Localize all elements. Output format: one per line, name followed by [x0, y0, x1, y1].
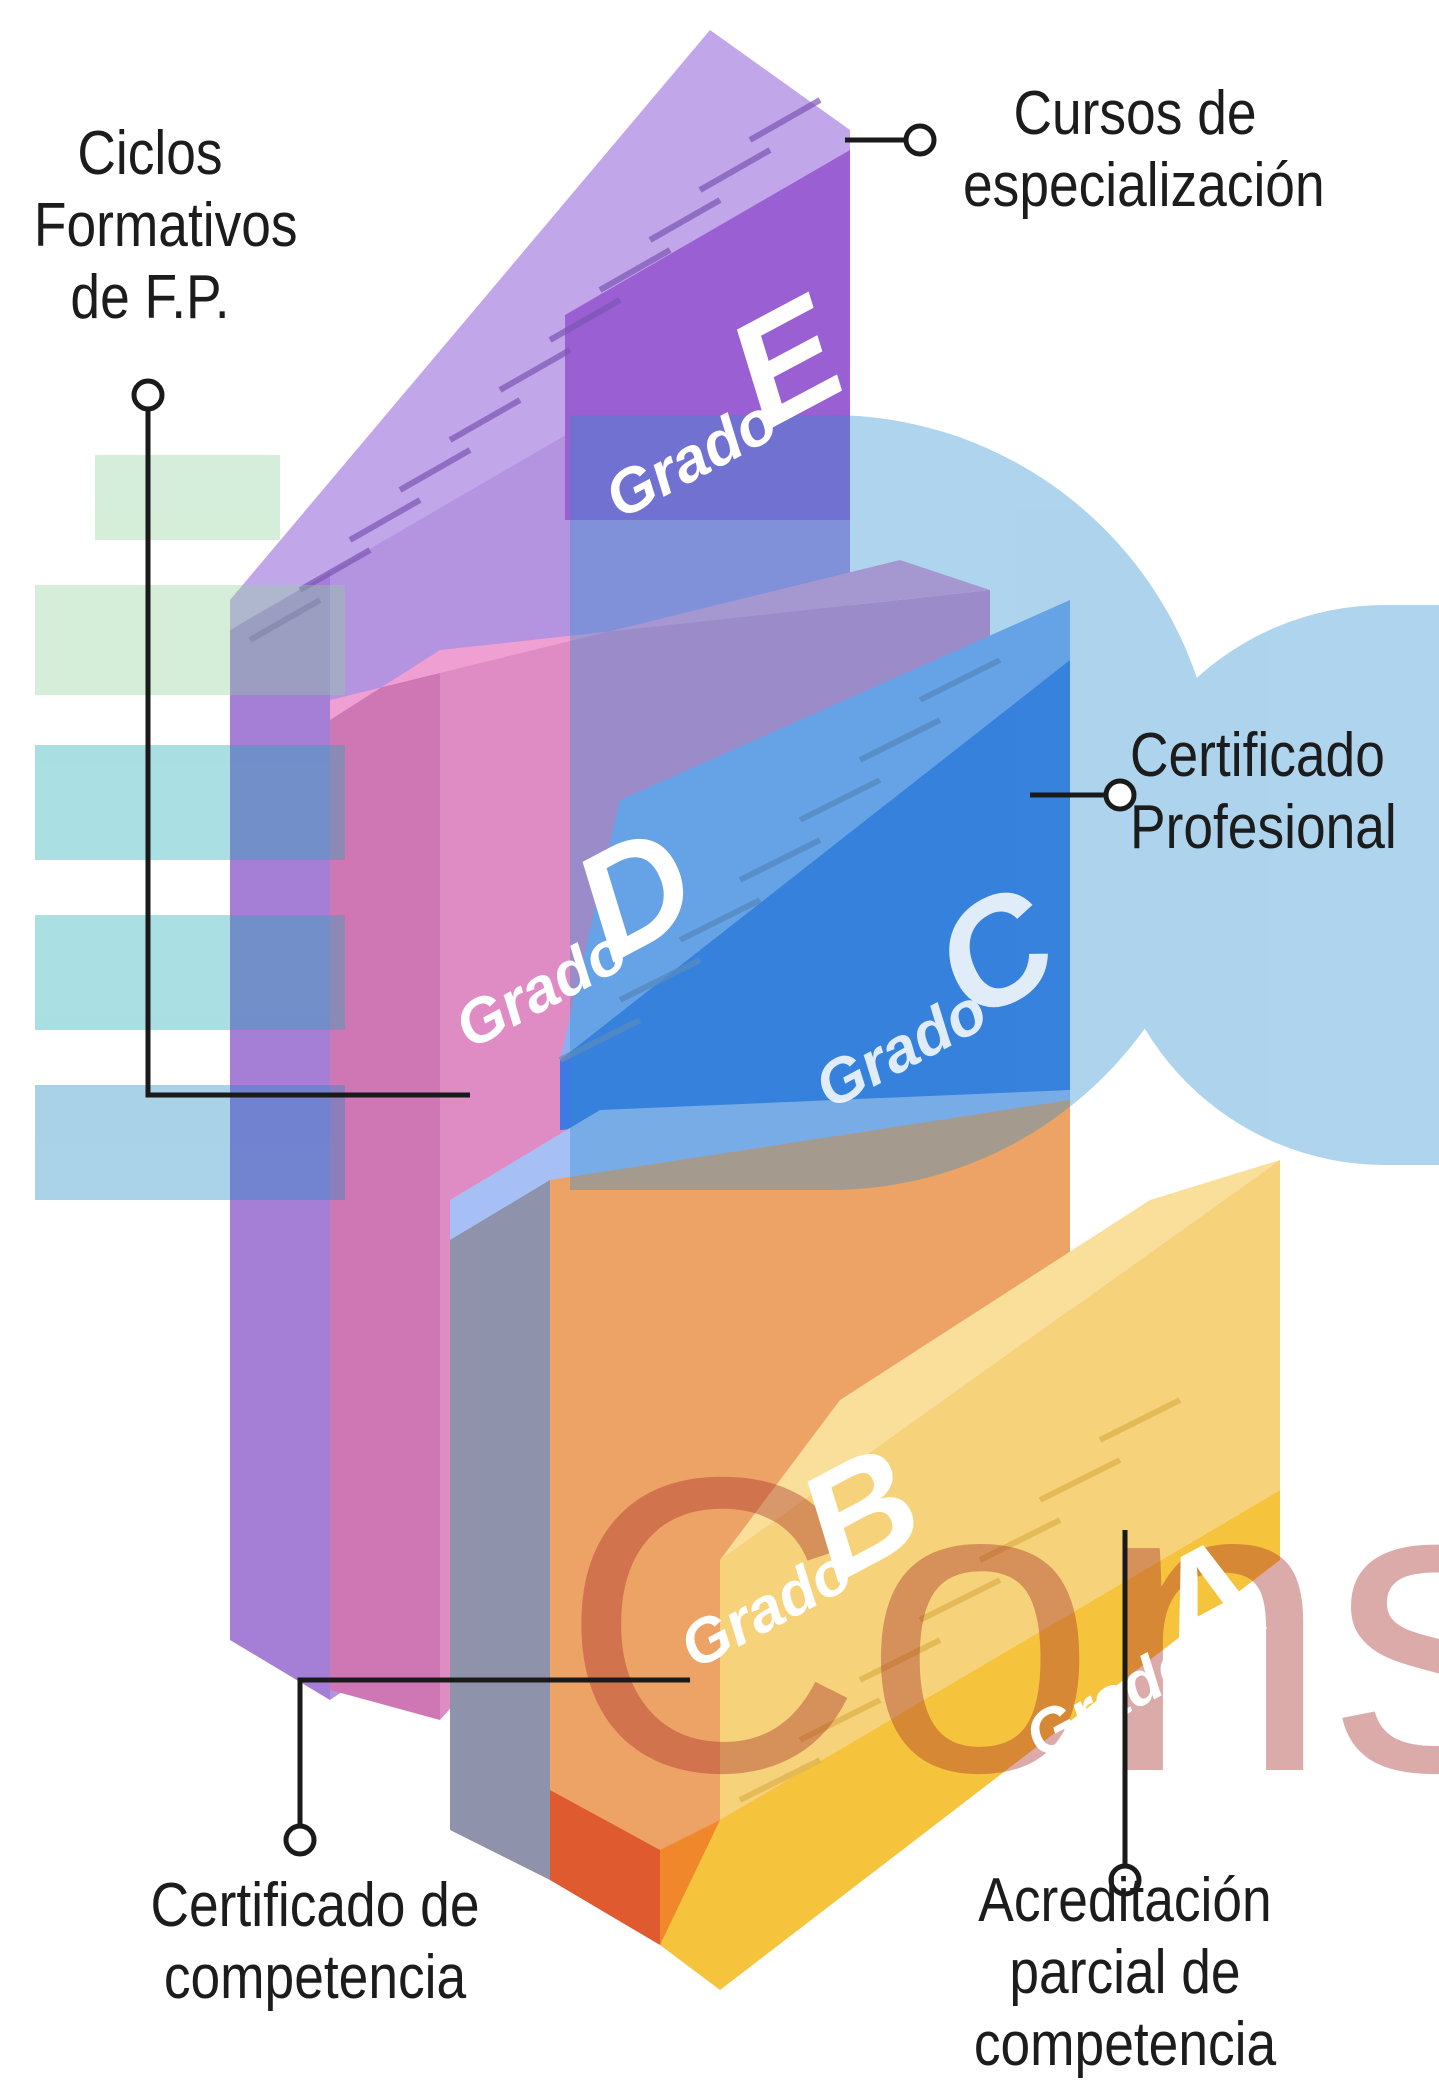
label-line: Profesional: [1130, 792, 1397, 862]
stairs-c: [558, 657, 1002, 1063]
connector-acreditacion: [1108, 1530, 1142, 1897]
watermark-partial-shape: [1105, 605, 1439, 1165]
watermark-bar: [35, 745, 345, 860]
connector-cursos: [845, 123, 937, 157]
label-line: Certificado: [1130, 721, 1385, 790]
label-line: especialización: [963, 150, 1325, 220]
watermark-shapes: [35, 415, 1439, 1200]
label-line: parcial de: [1009, 1937, 1241, 2007]
connector-ciclos: [131, 378, 470, 1098]
connector-certificado-competencia: [283, 1677, 690, 1857]
connector-certificado-profesional: [1030, 778, 1137, 812]
watermark-bar: [95, 455, 280, 540]
label-line: competencia: [973, 2009, 1277, 2079]
label-line: Formativos: [33, 190, 298, 260]
label-line: Cursos de: [1013, 79, 1257, 148]
label-ciclos-formativos: Ciclos Formativos de F.P.: [33, 118, 298, 334]
label-certificado-profesional: Certificado Profesional: [1130, 720, 1397, 864]
label-line: Acreditación: [978, 1866, 1272, 1935]
watermark-d-shape: [570, 415, 1218, 1190]
label-line: Certificado de: [150, 1871, 480, 1940]
label-line: de F.P.: [70, 262, 230, 332]
label-cursos-especializacion: Cursos de especialización: [963, 78, 1325, 222]
label-certificado-competencia: Certificado de competencia: [134, 1870, 495, 2014]
connectors: [131, 123, 1142, 1897]
stairs-a: [738, 1397, 1182, 1803]
label-line: competencia: [163, 1942, 467, 2012]
watermark-text: Consu: [560, 1391, 1439, 1860]
watermark-bar: [35, 1085, 345, 1200]
label-line: Ciclos: [77, 119, 223, 188]
watermark-bar: [35, 915, 345, 1030]
label-acreditacion-parcial: Acreditación parcial de competencia: [962, 1865, 1289, 2081]
grade-c-block: [558, 600, 1070, 1130]
stairs-e: [248, 97, 822, 643]
watermark-bar: [35, 585, 345, 695]
